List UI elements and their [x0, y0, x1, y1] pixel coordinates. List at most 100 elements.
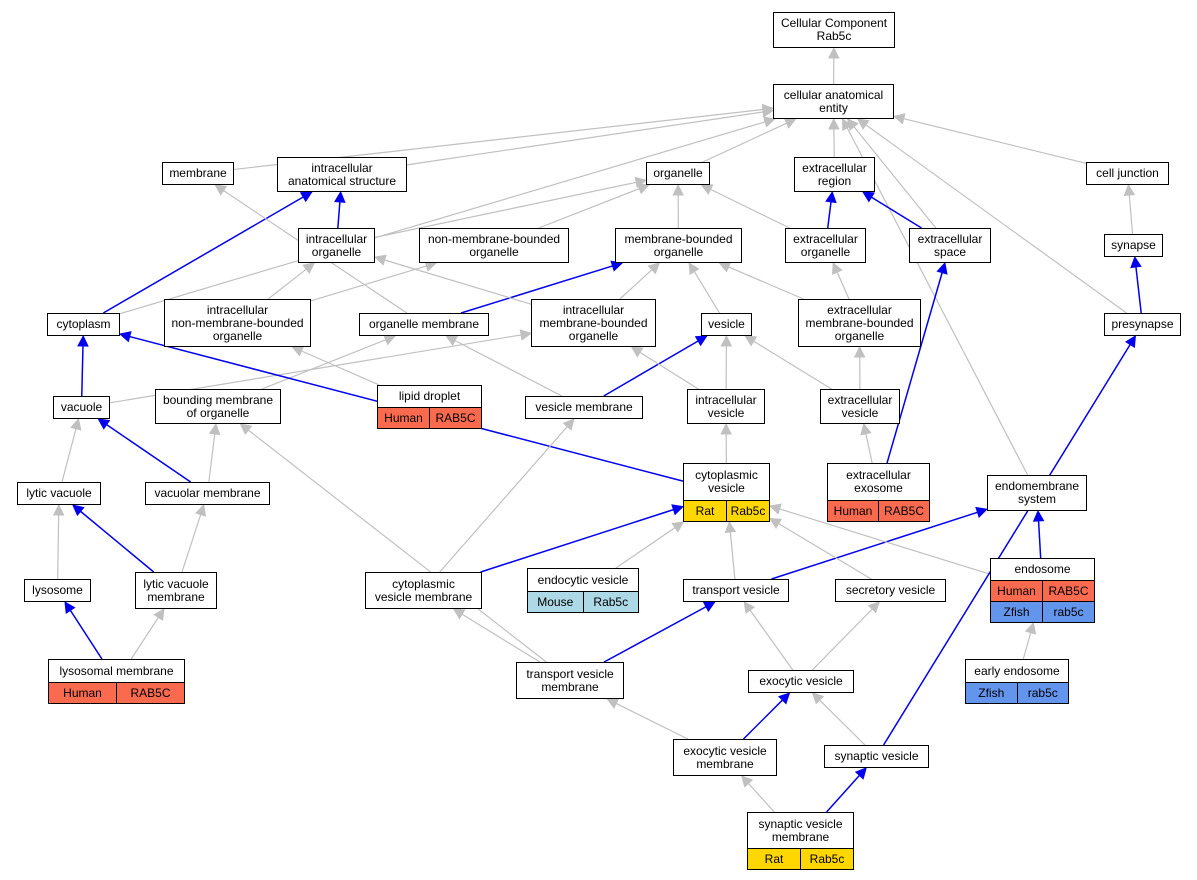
- edge-sv-to-cv: [778, 523, 872, 580]
- node-extracellular-organelle[interactable]: extracellular organelle: [785, 228, 866, 263]
- node-label: vesicle: [708, 317, 745, 331]
- node-vacuole[interactable]: vacuole: [53, 396, 110, 419]
- edge-arrowhead: [856, 118, 870, 130]
- node-label: intracellular organelle: [305, 231, 368, 259]
- edge-tv-to-cv: [729, 531, 736, 580]
- edge-inmbo-to-io: [267, 268, 307, 300]
- edge-arrowhead: [825, 190, 837, 204]
- edge-embo-to-eco: [836, 271, 850, 300]
- edge-nmbo-to-organelle: [538, 188, 640, 229]
- edge-tv-to-ems: [771, 511, 978, 580]
- node-organelle[interactable]: organelle: [646, 162, 710, 185]
- edge-arrowhead: [214, 184, 228, 196]
- edge-arrowhead: [783, 118, 797, 129]
- edge-endo-to-ems: [1037, 520, 1042, 559]
- species-cell: Human: [378, 408, 429, 428]
- node-intracellular-non-membrane-bounded-organelle[interactable]: intracellular non-membrane-bounded organ…: [164, 299, 311, 347]
- edge-arrowhead: [828, 117, 840, 130]
- node-transport-vesicle[interactable]: transport vesicle: [683, 579, 789, 602]
- node-lytic-vacuole[interactable]: lytic vacuole: [17, 482, 101, 505]
- edge-arrowhead: [811, 692, 825, 705]
- edge-arrowhead: [606, 698, 620, 709]
- edge-bmo-to-om: [261, 339, 387, 390]
- node-label: vacuolar membrane: [154, 486, 261, 500]
- node-intracellular-organelle[interactable]: intracellular organelle: [298, 228, 375, 263]
- node-extracellular-membrane-bounded-organelle[interactable]: extracellular membrane-bounded organelle: [798, 299, 921, 347]
- edge-arrowhead: [452, 608, 466, 620]
- node-membrane-bounded-organelle[interactable]: membrane-bounded organelle: [615, 228, 742, 263]
- node-label: transport vesicle membrane: [526, 666, 614, 694]
- node-label: exocytic vesicle membrane: [683, 743, 767, 771]
- edge-cj-to-cae: [903, 118, 1087, 164]
- species-cell: Rat: [748, 849, 800, 869]
- node-secretory-vesicle[interactable]: secretory vesicle: [835, 579, 946, 602]
- node-endomembrane-system[interactable]: endomembrane system: [987, 475, 1087, 511]
- node-intracellular-anatomical-structure[interactable]: intracellular anatomical structure: [277, 157, 407, 192]
- node-non-membrane-bounded-organelle[interactable]: non-membrane-bounded organelle: [419, 228, 569, 263]
- edge-eco-to-ecr: [826, 201, 832, 229]
- gene-cell: RAB5C: [116, 683, 184, 703]
- node-vesicle[interactable]: vesicle: [701, 313, 752, 336]
- edge-embo-to-mbo: [728, 266, 804, 300]
- node-intracellular-membrane-bounded-organelle[interactable]: intracellular membrane-bounded organelle: [531, 299, 656, 347]
- node-lytic-vacuole-membrane[interactable]: lytic vacuole membrane: [135, 572, 217, 609]
- node-synaptic-vesicle[interactable]: synaptic vesicle: [824, 745, 929, 768]
- edge-arrowhead: [194, 503, 207, 517]
- edge-exvm-to-exv: [742, 699, 783, 740]
- node-bounding-membrane-of-organelle[interactable]: bounding membrane of organelle: [155, 389, 281, 424]
- node-synapse[interactable]: synapse: [1104, 234, 1163, 257]
- node-extracellular-space[interactable]: extracellular space: [909, 228, 991, 263]
- edge-arrowhead: [118, 331, 132, 343]
- node-cytoplasmic-vesicle-membrane[interactable]: cytoplasmic vesicle membrane: [365, 572, 482, 609]
- edge-presyn-to-cae: [865, 124, 1127, 314]
- edge-iv-to-imbo: [639, 351, 699, 390]
- edge-svm-to-synv: [826, 774, 861, 813]
- node-intracellular-vesicle[interactable]: intracellular vesicle: [687, 389, 765, 424]
- edge-ecs-to-cae: [853, 126, 937, 229]
- node-lysosome[interactable]: lysosome: [24, 579, 91, 602]
- node-vesicle-membrane[interactable]: vesicle membrane: [525, 396, 643, 419]
- node-presynapse[interactable]: presynapse: [1104, 313, 1181, 336]
- node-cellular-anatomical-entity[interactable]: cellular anatomical entity: [773, 84, 894, 119]
- node-label: lipid droplet: [398, 389, 461, 403]
- edge-arrowhead: [445, 335, 459, 346]
- edge-arrowhead: [383, 334, 397, 346]
- species-cell: Human: [49, 683, 116, 703]
- node-extracellular-region[interactable]: extracellular region: [794, 157, 875, 192]
- node-organelle-membrane[interactable]: organelle membrane: [359, 313, 489, 336]
- edge-arrowhead: [862, 191, 875, 203]
- edge-arrowhead: [672, 183, 684, 196]
- node-cell-junction[interactable]: cell junction: [1086, 162, 1169, 185]
- node-exocytic-vesicle[interactable]: exocytic vesicle: [748, 670, 854, 693]
- edge-arrowhead: [562, 418, 575, 431]
- species-cell: Human: [991, 581, 1042, 601]
- node-transport-vesicle-membrane[interactable]: transport vesicle membrane: [516, 662, 624, 699]
- node-exocytic-vesicle-membrane[interactable]: exocytic vesicle membrane: [673, 739, 777, 776]
- edge-lvm-to-vacm: [181, 514, 202, 573]
- edge-organelle-to-cae: [702, 122, 787, 163]
- node-label: lysosome: [32, 583, 83, 597]
- edge-arrowhead: [975, 506, 989, 518]
- edge-cyto-to-ias: [102, 196, 304, 314]
- node-cellular-component-rab5c[interactable]: Cellular Component Rab5c: [773, 12, 895, 48]
- node-membrane[interactable]: membrane: [162, 162, 234, 185]
- node-extracellular-vesicle[interactable]: extracellular vesicle: [820, 389, 900, 424]
- node-vacuolar-membrane[interactable]: vacuolar membrane: [145, 482, 270, 505]
- node-cytoplasm[interactable]: cytoplasm: [47, 313, 120, 336]
- species-cell: Rat: [684, 501, 726, 521]
- edge-presyn-to-synapse: [1135, 266, 1142, 314]
- edge-arrowhead: [671, 504, 685, 516]
- edge-arrowhead: [77, 334, 89, 347]
- node-label: lytic vacuole: [26, 486, 92, 500]
- node-label: synaptic vesicle membrane: [758, 816, 843, 844]
